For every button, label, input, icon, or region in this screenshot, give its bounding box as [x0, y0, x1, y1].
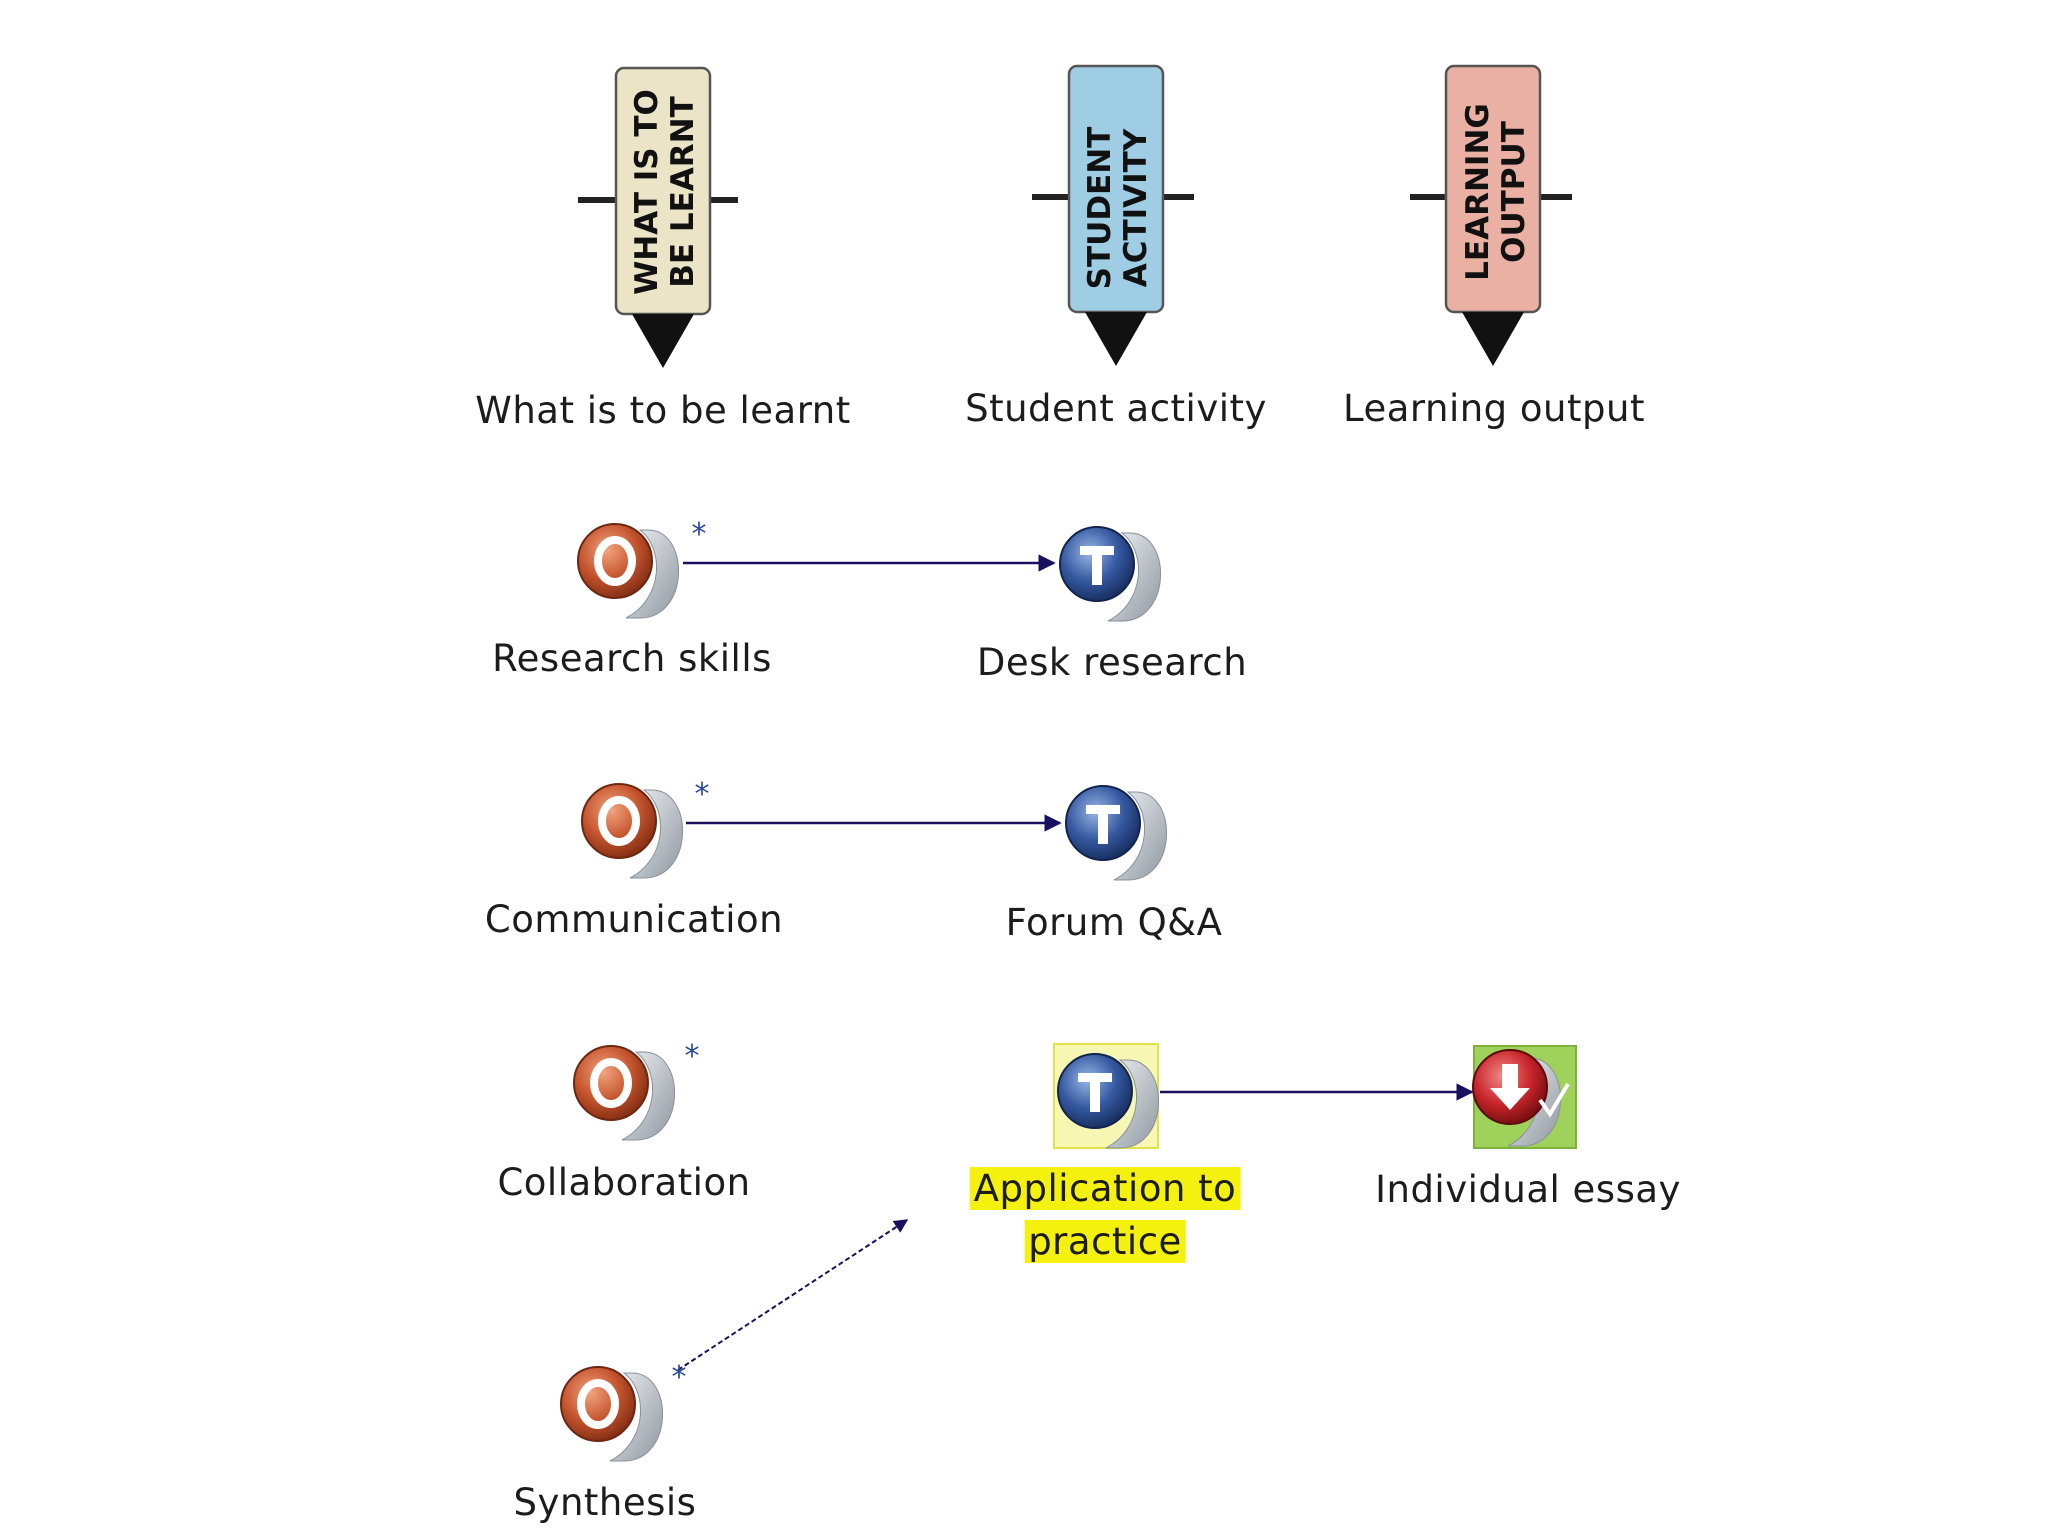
tag-pointer — [632, 314, 694, 368]
asterisk-marker: * — [672, 1360, 687, 1395]
tag-pointer — [1462, 312, 1524, 366]
label-line-1: Application to — [969, 1167, 1241, 1210]
column-label-activity: Student activity — [965, 387, 1267, 430]
tag-text-line2: OUTPUT — [1496, 121, 1532, 263]
column-tag-learnt[interactable]: WHAT IS TO BE LEARNT — [578, 66, 738, 368]
task-node-application[interactable] — [1053, 1043, 1159, 1149]
task-node-forum-qa[interactable] — [1065, 785, 1167, 881]
node-label-individual-essay: Individual essay — [1375, 1168, 1681, 1211]
node-shadow — [625, 529, 679, 619]
outcome-node-collaboration[interactable]: * — [573, 1039, 700, 1141]
node-shadow — [621, 1051, 675, 1141]
node-label-research-skills: Research skills — [492, 637, 772, 680]
node-label-communication: Communication — [484, 898, 784, 941]
column-tag-output[interactable]: LEARNING OUTPUT — [1410, 64, 1572, 366]
node-shadow — [629, 789, 683, 879]
label-line-2: practice — [1024, 1220, 1186, 1263]
letter-t-icon — [1086, 805, 1120, 844]
column-label-output: Learning output — [1343, 387, 1645, 430]
outcome-node-synthesis[interactable]: * — [560, 1360, 687, 1462]
node-shadow — [609, 1372, 663, 1462]
node-shadow — [1105, 1059, 1159, 1149]
node-shadow — [1113, 791, 1167, 881]
outcome-icon — [573, 1045, 649, 1121]
tag-text-line1: STUDENT — [1082, 127, 1118, 290]
node-label-collaboration: Collaboration — [497, 1161, 751, 1204]
column-tag-activity[interactable]: STUDENT ACTIVITY — [1032, 64, 1194, 366]
letter-t-icon — [1080, 546, 1114, 585]
column-label-learnt: What is to be learnt — [475, 389, 851, 432]
task-node-desk-research[interactable] — [1059, 526, 1161, 622]
letter-o-icon — [598, 796, 640, 846]
asterisk-marker: * — [695, 777, 710, 812]
outcome-node-communication[interactable]: * — [581, 777, 710, 879]
node-label-forum-qa: Forum Q&A — [1005, 901, 1223, 944]
letter-o-icon — [590, 1058, 632, 1108]
connector-arrow[interactable] — [677, 1219, 909, 1371]
letter-t-icon — [1078, 1073, 1112, 1112]
letter-o-icon — [594, 536, 636, 586]
tag-text-line1: WHAT IS TO — [629, 89, 665, 295]
outcome-icon — [581, 783, 657, 859]
tag-text-line2: BE LEARNT — [665, 96, 701, 287]
tag-text-line2: ACTIVITY — [1118, 128, 1154, 287]
letter-o-icon — [577, 1379, 619, 1429]
download-arrow-icon — [1490, 1064, 1530, 1110]
outcome-icon — [560, 1366, 636, 1442]
node-label-synthesis: Synthesis — [513, 1481, 697, 1524]
outcome-icon — [577, 523, 653, 599]
output-node-individual-essay[interactable] — [1472, 1045, 1577, 1149]
asterisk-marker: * — [692, 517, 707, 552]
asterisk-marker: * — [685, 1039, 700, 1074]
tag-text-line1: LEARNING — [1460, 103, 1496, 281]
tag-pointer — [1085, 312, 1147, 366]
checkmark-icon — [1538, 1082, 1570, 1118]
node-shadow — [1107, 532, 1161, 622]
outcome-node-research-skills[interactable]: * — [577, 517, 707, 619]
node-label-application: Application to practice — [969, 1166, 1241, 1272]
node-label-desk-research: Desk research — [976, 641, 1248, 684]
